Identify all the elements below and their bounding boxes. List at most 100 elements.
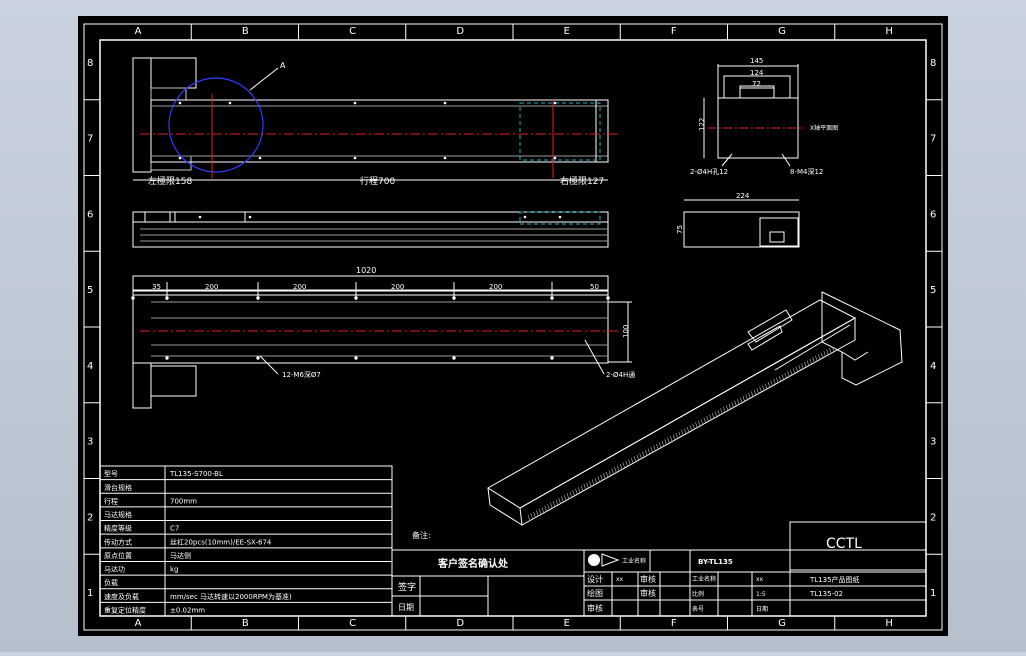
mount-hole <box>558 215 562 219</box>
tb-company2-val: xx <box>756 576 764 583</box>
company-name: 工业名称 <box>622 557 646 565</box>
hatch-line <box>773 378 776 386</box>
hatch-line <box>552 500 556 508</box>
dim-200-2: 200 <box>293 283 306 291</box>
hatch-line <box>597 476 601 483</box>
hatch-line <box>575 488 578 495</box>
hatch-line <box>697 420 701 427</box>
stroke-label: 行程700 <box>360 175 395 187</box>
section-hole-right: 8-M4深12 <box>790 167 823 176</box>
hatch-line <box>742 395 746 403</box>
hatch-line <box>756 388 760 395</box>
hatch-line <box>739 397 743 404</box>
top-view <box>132 57 620 181</box>
hatch-line <box>580 485 584 492</box>
hatch-line <box>636 454 640 461</box>
hatch-line <box>725 405 729 412</box>
hatch-line <box>667 437 670 444</box>
hatch-line <box>650 446 654 454</box>
hatch-line <box>815 355 818 362</box>
grid-row-label: 6 <box>930 209 936 220</box>
drawing-code: BY-TL135 <box>698 558 733 566</box>
hatch-line <box>589 480 592 488</box>
grid-col-label: A <box>135 618 142 629</box>
grid-col-label: C <box>349 618 356 629</box>
tb-scale-val: 1:5 <box>756 591 766 598</box>
mount-hole <box>606 296 610 300</box>
hatch-line <box>820 352 824 359</box>
top-view-holes <box>178 101 562 219</box>
hatch-line <box>670 436 673 443</box>
tb-review: 审核 <box>640 574 656 584</box>
section-dim-122: 122 <box>698 118 706 131</box>
hatch-line <box>583 483 587 491</box>
mount-hole <box>228 101 232 105</box>
hatch-line <box>536 510 539 517</box>
grid-row-label: 8 <box>930 58 936 69</box>
overall-length: 1020 <box>356 266 376 275</box>
grid-row-label: 7 <box>87 134 93 145</box>
hatch-line <box>695 422 698 429</box>
hatch-line <box>787 371 790 378</box>
tb-draw: 绘图 <box>587 588 603 598</box>
hatch-line <box>594 477 598 485</box>
hatch-line <box>723 406 726 413</box>
tb-design: 设计 <box>587 574 603 584</box>
bottom-view <box>132 275 632 409</box>
mount-hole <box>198 215 202 219</box>
hatch-line <box>812 357 815 364</box>
grid-row-label: 1 <box>930 588 936 599</box>
hatch-line <box>817 354 821 361</box>
mount-hole <box>353 156 357 160</box>
hatch-line <box>619 463 623 471</box>
dim-35: 35 <box>152 283 161 291</box>
hatch-line <box>831 346 835 353</box>
hatch-line <box>734 400 737 407</box>
hatch-line <box>804 361 807 369</box>
hatch-line <box>533 511 536 519</box>
section-dim-145: 145 <box>750 57 763 65</box>
left-limit-label: 左極限158 <box>148 175 192 187</box>
grid-row-label: 5 <box>87 285 93 296</box>
grid-col-label: A <box>135 26 142 37</box>
hatch-line <box>617 465 620 472</box>
mount-hole <box>452 296 456 300</box>
hatch-line <box>776 377 779 384</box>
grid-row-label: 3 <box>930 437 936 448</box>
grid-row-label: 5 <box>930 285 936 296</box>
section-dim-124: 124 <box>750 69 764 77</box>
hatch-line <box>658 442 662 449</box>
drawing-number: TL135-02 <box>809 590 843 598</box>
tb-review2: 审核 <box>640 588 656 598</box>
hatch-line <box>614 466 617 474</box>
hatch-line <box>538 508 542 515</box>
hatch-line <box>767 381 771 389</box>
hatch-line <box>709 414 712 421</box>
grid-row-label: 1 <box>87 588 93 599</box>
hatch-line <box>644 449 648 457</box>
hatch-line <box>731 402 735 409</box>
hatch-line <box>728 403 732 410</box>
grid-row-label: 3 <box>87 437 93 448</box>
hatch-line <box>778 375 782 383</box>
hatch-line <box>748 392 751 400</box>
grid-col-label: F <box>671 26 677 37</box>
spec-label: 速度及负载 <box>104 592 139 601</box>
hatch-line <box>653 445 656 452</box>
hatch-line <box>684 428 687 435</box>
spec-value: 700mm <box>170 497 197 505</box>
grid-col-label: H <box>885 618 893 629</box>
hatch-line <box>795 366 799 373</box>
grid-col-label: F <box>671 618 677 629</box>
spec-value: 丝杠20pcs(10mm)/EE-SX-674 <box>170 537 272 546</box>
pin-callout: 2-Ø4H通 <box>606 370 635 379</box>
mount-hole <box>165 356 169 360</box>
notes-label: 备注: <box>412 530 431 540</box>
grid-col-label: G <box>778 26 786 37</box>
section-view <box>703 64 805 167</box>
mount-hole <box>165 296 169 300</box>
hatch-line <box>586 482 589 489</box>
mount-hole <box>443 156 447 160</box>
hatch-line <box>784 372 788 379</box>
